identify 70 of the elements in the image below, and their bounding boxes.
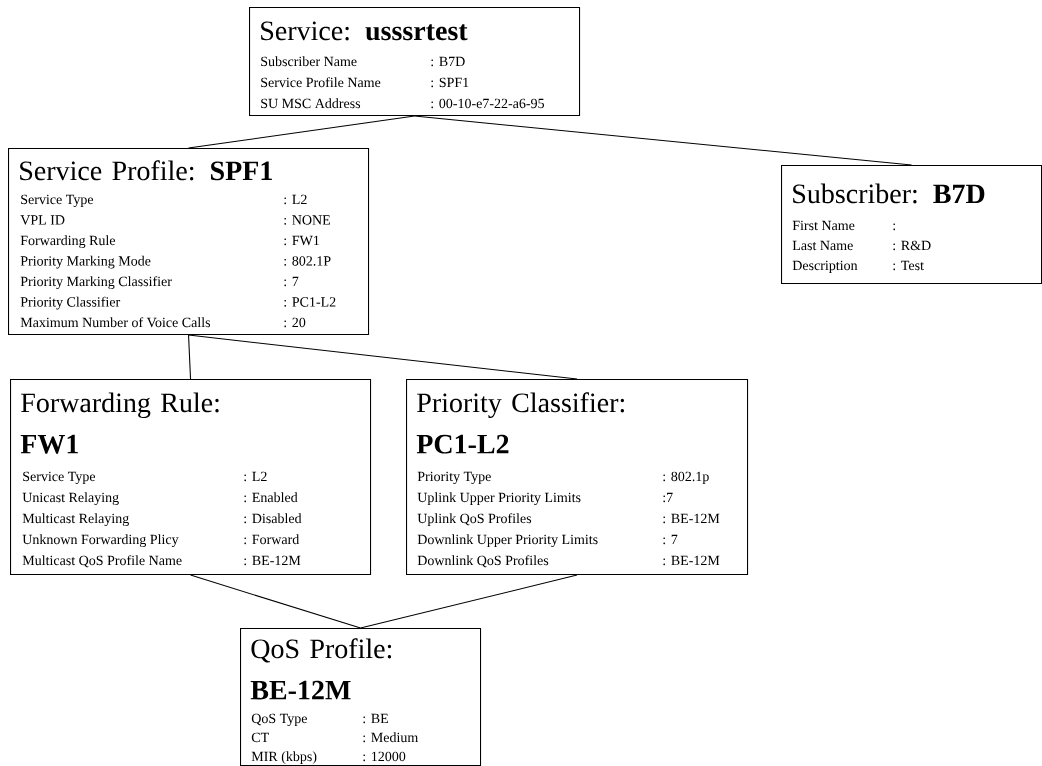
field-value: : BE-12M [663,513,720,524]
box-title: QoS Profile: BE-12M [250,638,392,700]
field-value: : Medium [363,732,419,743]
record-box [406,379,749,576]
field-value: : 20 [284,317,306,328]
connector-line [360,574,578,629]
field-value: : PC1-L2 [284,297,336,307]
field-label: Uplink QoS Profiles [417,513,532,526]
field-value: : NONE [284,215,330,225]
field-value: : 00-10-e7-22-a6-95 [431,98,544,109]
record-box [8,148,370,336]
box-title: Service: usssrtest [261,21,468,41]
connector-line [414,115,913,166]
field-value: : SPF1 [431,77,469,88]
field-value: : R&D [893,240,931,251]
field-label: Service Profile Name [261,77,381,88]
field-value: : BE-12M [244,555,301,566]
box-title: Subscriber: B7D [793,183,985,204]
field-label: Service Type [21,194,94,207]
field-value: :7 [663,492,673,503]
field-label: First Name [792,220,855,231]
field-value: : 12000 [363,751,406,762]
field-label: Priority Type [417,471,491,484]
field-value: : Test [893,260,924,271]
field-label: Description [792,260,858,273]
field-value: : BE-12M [663,555,720,566]
field-label: Uplink Upper Priority Limits [417,492,581,505]
field-value: : Disabled [244,513,302,524]
field-value: : L2 [244,471,267,482]
connector-line [188,115,416,149]
field-label: Priority Marking Classifier [20,276,172,289]
field-value: : L2 [284,194,307,205]
field-label: Service Type [23,471,96,484]
field-value: : B7D [431,56,465,67]
field-label: Downlink QoS Profiles [417,555,549,568]
record-box [10,379,372,576]
record-box [240,628,482,766]
field-label: Forwarding Rule [20,235,116,248]
record-box [781,165,1042,285]
field-label: Unknown Forwarding Plicy [22,534,179,547]
box-title: Service Profile: SPF1 [20,160,272,181]
field-label: Downlink Upper Priority Limits [417,534,598,547]
field-value: : Forward [244,534,300,545]
field-value: : [893,223,896,231]
field-value: : 7 [284,276,299,287]
record-box [249,7,581,117]
field-value: : Enabled [244,492,298,503]
box-title: Priority Classifier: PC1-L2 [416,392,624,454]
box-title: Forwarding Rule: FW1 [20,392,219,454]
field-label: CT [251,732,269,743]
field-value: : FW1 [284,235,319,246]
field-label: VPL ID [20,215,65,225]
field-label: Maximum Number of Voice Calls [20,317,211,328]
field-value: : 7 [663,534,678,545]
field-label: Priority Marking Mode [20,255,151,269]
field-value: : 802.1p [663,471,709,484]
field-value: : BE [363,713,388,724]
field-label: Last Name [792,240,853,251]
connector-line [188,334,578,380]
field-label: Unicast Relaying [22,492,119,505]
connector-line [188,334,192,380]
field-label: MIR (kbps) [251,751,317,764]
field-label: SU MSC Address [261,98,361,109]
field-label: QoS Type [251,713,307,726]
field-label: Multicast QoS Profile Name [22,555,182,568]
connector-line [190,574,362,629]
field-label: Subscriber Name [261,56,357,67]
field-value: : 802.1P [284,256,331,266]
field-label: Priority Classifier [20,296,121,310]
field-label: Multicast Relaying [22,513,129,526]
